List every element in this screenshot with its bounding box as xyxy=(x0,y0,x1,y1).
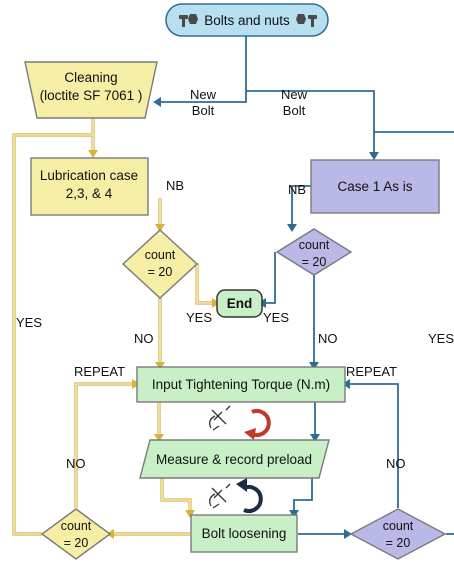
edge-label-no: NO xyxy=(66,456,86,471)
cleaning-line2: (loctite SF 7061 ) xyxy=(40,88,143,103)
edge-label-yes: YES xyxy=(186,310,212,325)
wrench-hand-icon xyxy=(209,405,231,431)
input-torque-node: Input Tightening Torque (N.m) xyxy=(136,366,346,403)
count-right-line1: count xyxy=(299,238,330,252)
count-decision-bottom-right: count = 20 xyxy=(349,508,447,560)
lubrication-line1: Lubrication case xyxy=(40,168,138,183)
cleaning-line1: Cleaning xyxy=(64,70,117,85)
connector-no-loop-right xyxy=(346,383,399,508)
edge-label-no: NO xyxy=(134,331,154,346)
end-node: End xyxy=(216,289,263,318)
edge-label-new: New xyxy=(190,87,217,102)
start-label: Bolts and nuts xyxy=(204,13,290,28)
count-bottom-left-line1: count xyxy=(61,519,92,533)
edge-label-nb: NB xyxy=(288,182,306,197)
edge-label-yes: YES xyxy=(16,315,42,330)
connector-measure-loosening-right xyxy=(293,478,313,514)
lubrication-node: Lubrication case 2,3, & 4 xyxy=(30,157,149,216)
end-label: End xyxy=(227,296,253,311)
connector-start-cleaning xyxy=(157,36,247,103)
case1-label: Case 1 As is xyxy=(337,179,412,194)
start-node: Bolts and nuts xyxy=(165,3,329,37)
edge-label-yes: YES xyxy=(263,310,289,325)
count-decision-left: count = 20 xyxy=(121,229,199,299)
connector-count-end-right xyxy=(262,252,276,304)
edge-label-bolt: Bolt xyxy=(283,103,306,118)
measure-node: Measure & record preload xyxy=(139,439,330,479)
lubrication-line2: 2,3, & 4 xyxy=(66,186,113,201)
count-decision-right: count = 20 xyxy=(275,228,353,276)
wrench-hand-icon-2 xyxy=(209,483,231,509)
edge-label-bolt: Bolt xyxy=(192,103,215,118)
edge-label-no: NO xyxy=(318,331,338,346)
counterclockwise-arrow-icon xyxy=(236,478,263,513)
count-bottom-left-line2: = 20 xyxy=(64,536,89,550)
loosening-node: Bolt loosening xyxy=(190,514,298,553)
edge-label-nb: NB xyxy=(166,178,184,193)
connector-start-case1 xyxy=(246,90,375,156)
count-bottom-right-line1: count xyxy=(383,519,414,533)
connector-count-end xyxy=(195,263,216,305)
nut-icon xyxy=(296,14,317,27)
cleaning-node: Cleaning (loctite SF 7061 ) xyxy=(24,61,158,119)
connector-measure-loosening-left xyxy=(160,478,192,514)
edge-labels: New Bolt New Bolt NB NB YES YES YES YES … xyxy=(16,87,454,471)
connector-no-loop-left xyxy=(74,382,136,508)
count-bottom-right-line2: = 20 xyxy=(386,536,411,550)
measure-label: Measure & record preload xyxy=(156,452,312,467)
loosening-label: Bolt loosening xyxy=(202,526,287,541)
edge-label-repeat: REPEAT xyxy=(346,364,397,379)
count-left-line2: = 20 xyxy=(148,265,173,279)
edge-label-repeat: REPEAT xyxy=(74,364,125,379)
input-torque-label: Input Tightening Torque (N.m) xyxy=(152,377,330,392)
bolt-icon xyxy=(179,14,198,27)
connectors xyxy=(12,36,454,539)
count-decision-bottom-left: count = 20 xyxy=(40,508,112,560)
connector-case1-count xyxy=(291,185,311,228)
clockwise-arrow-icon xyxy=(244,409,271,440)
edge-label-yes: YES xyxy=(428,331,454,346)
edge-label-no: NO xyxy=(386,456,406,471)
count-left-line1: count xyxy=(145,248,176,262)
edge-label-new: New xyxy=(281,87,308,102)
case1-node: Case 1 As is xyxy=(310,159,440,214)
count-right-line2: = 20 xyxy=(302,255,327,269)
